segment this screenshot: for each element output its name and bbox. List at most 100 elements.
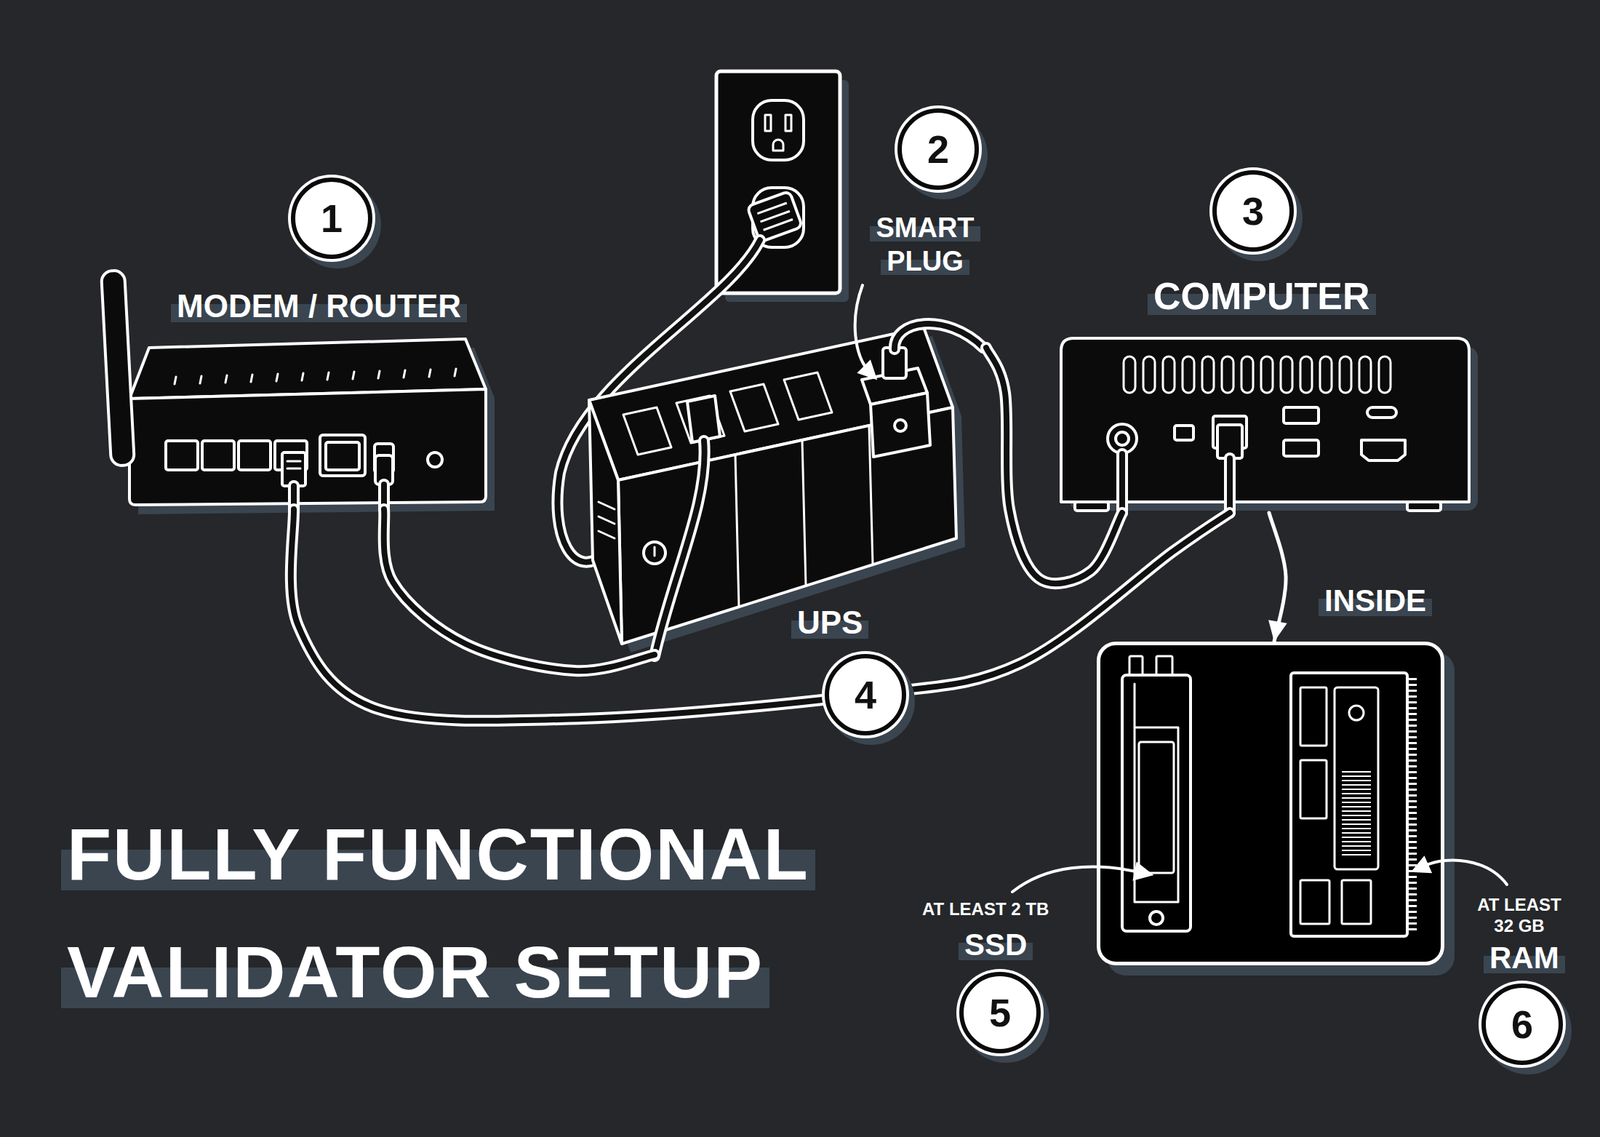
computer-drawing-part (1202, 356, 1214, 393)
ups-plug-cord-part (654, 440, 705, 656)
leader-line-part (855, 285, 870, 373)
device-label: INSIDE (1318, 583, 1432, 618)
part-label: RAM (1483, 940, 1566, 975)
wall-outlet-part (773, 139, 784, 151)
cable-outline (986, 347, 1123, 584)
modem-plug-cords (293, 484, 384, 510)
modem-router-drawing-part (202, 440, 235, 470)
wall-outlet-part (785, 114, 792, 131)
ups-plug-cord-part (654, 440, 705, 656)
smart-plug-cord-part (894, 323, 984, 350)
cable-outline (384, 509, 655, 671)
device-label: COMPUTER (1147, 274, 1376, 318)
leader-line-part (1134, 864, 1151, 879)
computer-drawing-part (1283, 407, 1319, 424)
inside-view-part (1334, 687, 1379, 870)
title-wrap: FULLY FUNCTIONAL VALIDATOR SETUP (61, 805, 912, 1042)
computer-drawing-part (1241, 356, 1254, 393)
modem-router: MODEM / ROUTER (101, 280, 488, 510)
diagram-title: FULLY FUNCTIONAL VALIDATOR SETUP (61, 813, 816, 1013)
modem-router-drawing-part (129, 389, 486, 505)
computer-drawing-part (1407, 501, 1441, 511)
part-label-wrap: SSD (958, 926, 1033, 963)
device-label: UPS (791, 604, 869, 640)
modem-router-drawing-part (101, 269, 135, 466)
spec-note: AT LEAST 2 TB (922, 898, 1049, 919)
cable-outline (290, 509, 1230, 721)
callout-number: 1 (290, 177, 373, 259)
inside-view-part (1300, 880, 1330, 924)
device-label-wrap: COMPUTER (1147, 273, 1376, 319)
cable-core (986, 347, 1123, 584)
smart-plug-drawing-part (894, 419, 907, 432)
ups-drawing-part (653, 546, 656, 556)
inside-panel: INSIDE (1096, 641, 1445, 966)
inside-view (1096, 641, 1445, 966)
computer-drawing-part (1261, 356, 1273, 393)
spec-note: AT LEAST 32 GB (1477, 894, 1562, 936)
wall-outlet-part-part (746, 191, 803, 243)
computer-plug-cords-part (1226, 458, 1233, 513)
ups: UPS (581, 320, 872, 655)
ups-plug-cord (654, 440, 705, 656)
modem-router-drawing (101, 269, 486, 505)
ups-drawing-part (623, 407, 672, 455)
modem-router-drawing-part (427, 452, 443, 467)
inside-view-part (1134, 683, 1179, 902)
computer-drawing-part (1221, 356, 1234, 393)
cable-connector (384, 509, 655, 671)
inside-view-part (1122, 674, 1191, 931)
smart-plug-cord (894, 323, 984, 350)
wall-outlet-part-part (757, 202, 793, 230)
leader-line (855, 285, 875, 378)
modem-router-drawing-part (325, 442, 360, 470)
computer-plug-cords-part (1116, 453, 1128, 513)
leader-line-part (1425, 860, 1507, 885)
inside-view-part (1300, 760, 1327, 819)
inside-view-part (1096, 641, 1445, 966)
computer-drawing-part (1115, 432, 1129, 446)
computer-drawing-part (1174, 425, 1194, 440)
callout-number: 6 (1481, 983, 1563, 1065)
device-label-wrap: MODEM / ROUTER (170, 287, 467, 326)
computer-drawing-part (1162, 356, 1175, 393)
ups-drawing (589, 327, 957, 644)
leader-line-part (859, 362, 875, 378)
inside-view-part (1349, 705, 1364, 720)
inside-view-part (1290, 672, 1408, 936)
inside-view-part (1408, 677, 1417, 933)
leader-line-part (1012, 866, 1136, 892)
inside-view-part (1341, 880, 1371, 924)
modem-router-drawing-part (238, 440, 271, 470)
inside-view-part (1300, 687, 1327, 746)
ups-drawing-part (784, 372, 832, 420)
spec-note-wrap: AT LEAST 2 TB (922, 898, 1049, 920)
computer: COMPUTER (1058, 270, 1473, 513)
smart-plug-cord-part (894, 323, 984, 350)
computer-drawing-part (1143, 356, 1155, 393)
wall-outlet-part (765, 114, 771, 131)
computer-drawing-part (1300, 356, 1312, 393)
computer-drawing-part (1182, 356, 1195, 393)
ups-drawing-part (735, 425, 873, 607)
part-label: SSD (958, 927, 1033, 962)
callout-number: 2 (897, 108, 979, 190)
computer-drawing-part (1123, 356, 1136, 393)
part-label-wrap: RAM (1483, 939, 1566, 976)
wall-outlet-part (752, 100, 804, 160)
cable-connector (986, 347, 1123, 584)
cable-connector (290, 509, 1230, 721)
computer-drawing-part (1367, 407, 1397, 418)
leader-line-part (1413, 858, 1430, 872)
arrow-connector (1268, 512, 1288, 642)
computer-plug-cords (1122, 453, 1230, 513)
ups-drawing-part (598, 501, 615, 539)
smart-plug-drawing-part (870, 392, 931, 457)
device-label-wrap: INSIDE (1318, 582, 1432, 619)
callout-number: 5 (959, 971, 1041, 1054)
modem-router-drawing-part (174, 368, 456, 384)
cable-core (290, 509, 1230, 721)
modem-router-drawing-part (165, 440, 198, 470)
arrowhead (1268, 619, 1288, 642)
